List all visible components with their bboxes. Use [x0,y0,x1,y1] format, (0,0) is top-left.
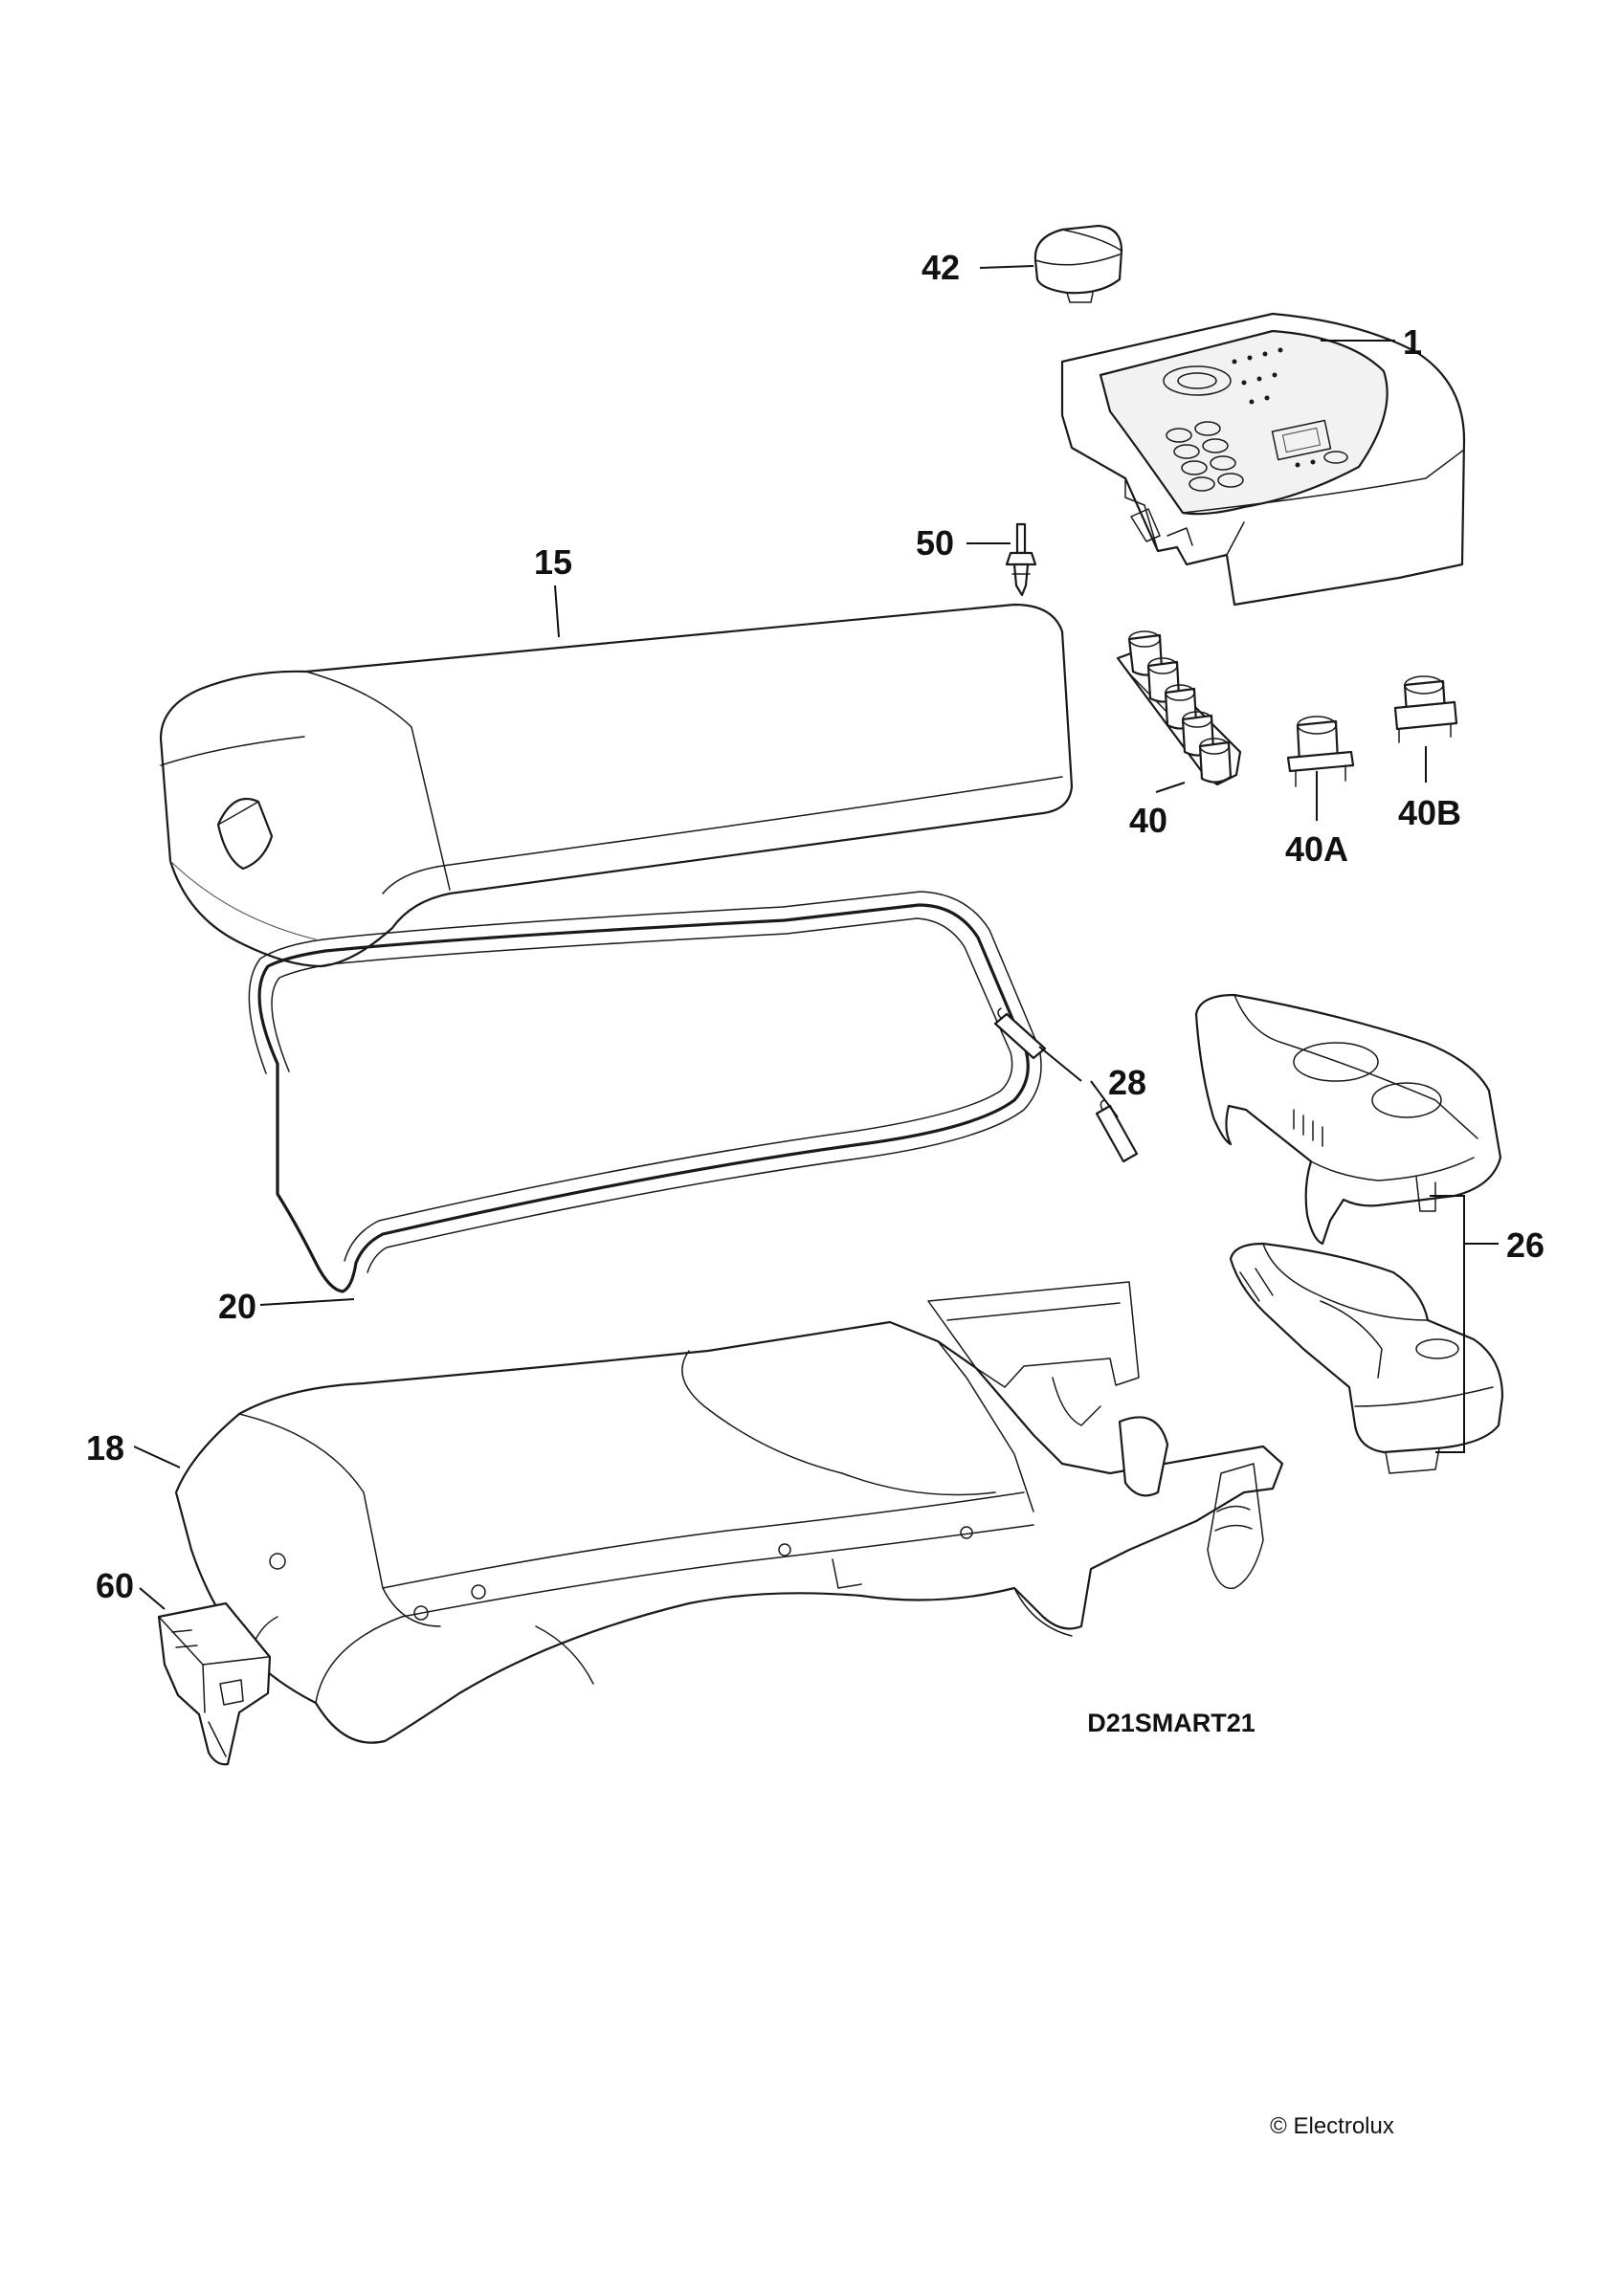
callout-50: 50 [916,523,954,563]
part-40-button-strip [1116,630,1242,786]
part-26-hinge-upper [1194,993,1502,1246]
callout-1: 1 [1403,322,1422,362]
part-18-lid-frame [174,1281,1284,1744]
drawing-code: D21SMART21 [1087,1709,1255,1737]
part-28-hinge-pins [993,1007,1139,1163]
part-40a-single-button [1286,716,1355,787]
part-26-hinge-lower [1229,1242,1504,1474]
part-42-knob [1033,224,1123,303]
callout-42: 42 [922,248,960,287]
part-40b-single-button [1393,675,1458,743]
callout-15: 15 [534,542,572,582]
part-15-lid [159,603,1074,968]
callout-28: 28 [1108,1063,1146,1102]
callout-26: 26 [1506,1225,1544,1265]
callout-labels: 42 1 50 15 40 40A 40B 28 26 20 18 60 [86,248,1544,1605]
callout-18: 18 [86,1428,124,1468]
callout-40: 40 [1129,801,1167,840]
leader-lines [133,265,1499,1610]
part-50-pin [1005,522,1037,597]
copyright-notice: © Electrolux [1270,2113,1394,2139]
part-60-lock-switch [157,1601,272,1766]
callout-20: 20 [218,1287,256,1326]
callout-40b: 40B [1398,793,1461,832]
callout-60: 60 [96,1566,134,1605]
callout-40a: 40A [1285,829,1348,869]
part-20-gasket [248,891,1042,1293]
part-1-control-panel [1060,312,1466,607]
